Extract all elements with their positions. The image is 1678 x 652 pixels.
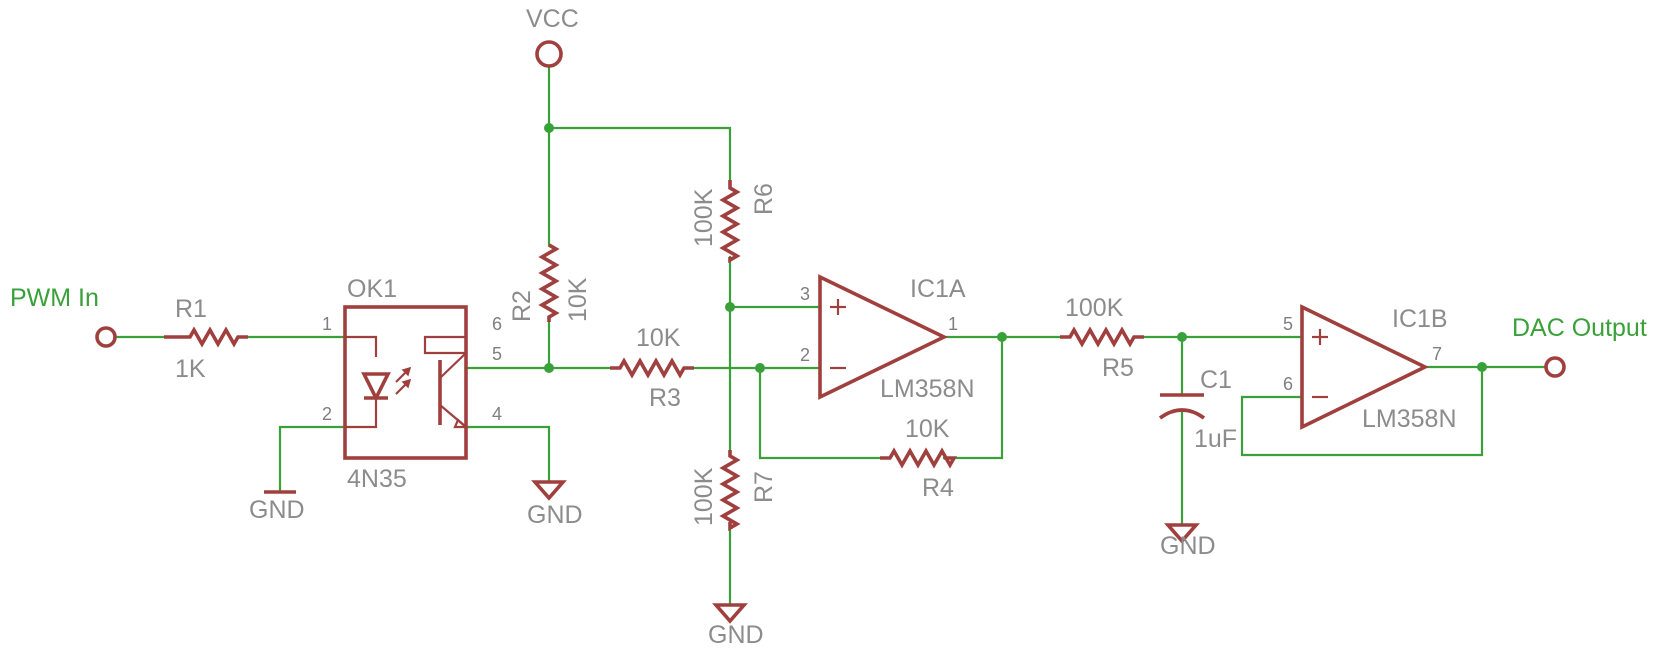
- junction-ic1a-out: [997, 332, 1007, 342]
- r6-name: R6: [750, 183, 778, 215]
- dac-output-label: DAC Output: [1512, 314, 1647, 342]
- r6-value: 100K: [690, 188, 718, 247]
- gnd-symbol-r7: [712, 603, 748, 624]
- junctions: [544, 123, 1487, 373]
- r2-value: 10K: [564, 277, 592, 322]
- r5-name: R5: [1102, 354, 1134, 382]
- r7-value: 100K: [690, 467, 718, 526]
- gnd-label-2: GND: [527, 501, 583, 529]
- junction-vcc: [544, 123, 554, 133]
- ic1a-pin-2: 2: [800, 345, 810, 365]
- wire-feedback-left: [758, 366, 882, 460]
- resistor-r5: [1060, 326, 1144, 348]
- ok1-pin-4: 4: [492, 404, 502, 424]
- dac-output-terminal[interactable]: [1544, 356, 1566, 378]
- resistor-r6: [719, 180, 741, 264]
- r3-value: 10K: [636, 324, 681, 352]
- gnd-label-4: GND: [1160, 532, 1216, 560]
- gnd-label-3: GND: [708, 621, 764, 649]
- ic1b-pin-5: 5: [1283, 314, 1293, 334]
- opamp-ic1b: [1300, 304, 1430, 430]
- resistor-r1: [164, 326, 248, 348]
- r4-name: R4: [922, 474, 954, 502]
- wire-feedback-right: [942, 335, 1004, 460]
- ok1-value: 4N35: [347, 465, 407, 493]
- resistor-r2: [538, 243, 560, 322]
- r5-value: 100K: [1065, 294, 1124, 322]
- gnd-label-1: GND: [249, 496, 305, 524]
- wires: [113, 66, 1547, 607]
- r2-name: R2: [508, 290, 536, 322]
- ok1-pin-5: 5: [492, 344, 502, 364]
- junction-inverting: [755, 363, 765, 373]
- r1-name: R1: [175, 295, 207, 323]
- ic1a-pin-1: 1: [948, 314, 958, 334]
- opamp-ic1a: [818, 274, 949, 400]
- c1-value: 1uF: [1194, 425, 1237, 453]
- c1-name: C1: [1200, 366, 1232, 394]
- wire-vcc-r6: [547, 126, 732, 182]
- gnd-symbol-ok1-pin4: [531, 480, 567, 501]
- junction-divider: [725, 302, 735, 312]
- wire-ok1-pin2-gnd: [278, 425, 347, 494]
- wire-ic1b-feedback: [1240, 365, 1484, 457]
- vcc-label: VCC: [526, 5, 579, 33]
- capacitor-c1: [1158, 393, 1206, 420]
- vcc-terminal[interactable]: [535, 40, 563, 68]
- ic1a-pin-3: 3: [800, 284, 810, 304]
- ok1-pin-6: 6: [492, 314, 502, 334]
- r4-value: 10K: [905, 415, 950, 443]
- resistor-r7: [719, 450, 741, 532]
- junction-c1: [1177, 332, 1187, 342]
- ic1a-value: LM358N: [880, 375, 975, 403]
- ok1-pin-2: 2: [322, 404, 332, 424]
- r7-name: R7: [750, 471, 778, 503]
- pwm-in-terminal[interactable]: [95, 326, 117, 348]
- junction-collector: [544, 363, 554, 373]
- ic1b-name: IC1B: [1392, 305, 1448, 333]
- optocoupler-ok1: [343, 305, 469, 460]
- ic1b-pin-7: 7: [1432, 344, 1442, 364]
- junction-ic1b-out: [1477, 362, 1487, 372]
- r1-value: 1K: [175, 355, 206, 383]
- resistor-r4: [880, 447, 958, 469]
- resistor-r3: [610, 357, 694, 379]
- wire-pin4-gnd: [464, 425, 551, 484]
- ic1a-name: IC1A: [910, 275, 966, 303]
- ic1b-value: LM358N: [1362, 405, 1457, 433]
- r3-name: R3: [649, 384, 681, 412]
- gnd-symbol-c1: [1164, 523, 1200, 544]
- ok1-pin-1: 1: [322, 314, 332, 334]
- ok1-name: OK1: [347, 275, 397, 303]
- ic1b-pin-6: 6: [1283, 374, 1293, 394]
- pwm-in-label: PWM In: [10, 284, 99, 312]
